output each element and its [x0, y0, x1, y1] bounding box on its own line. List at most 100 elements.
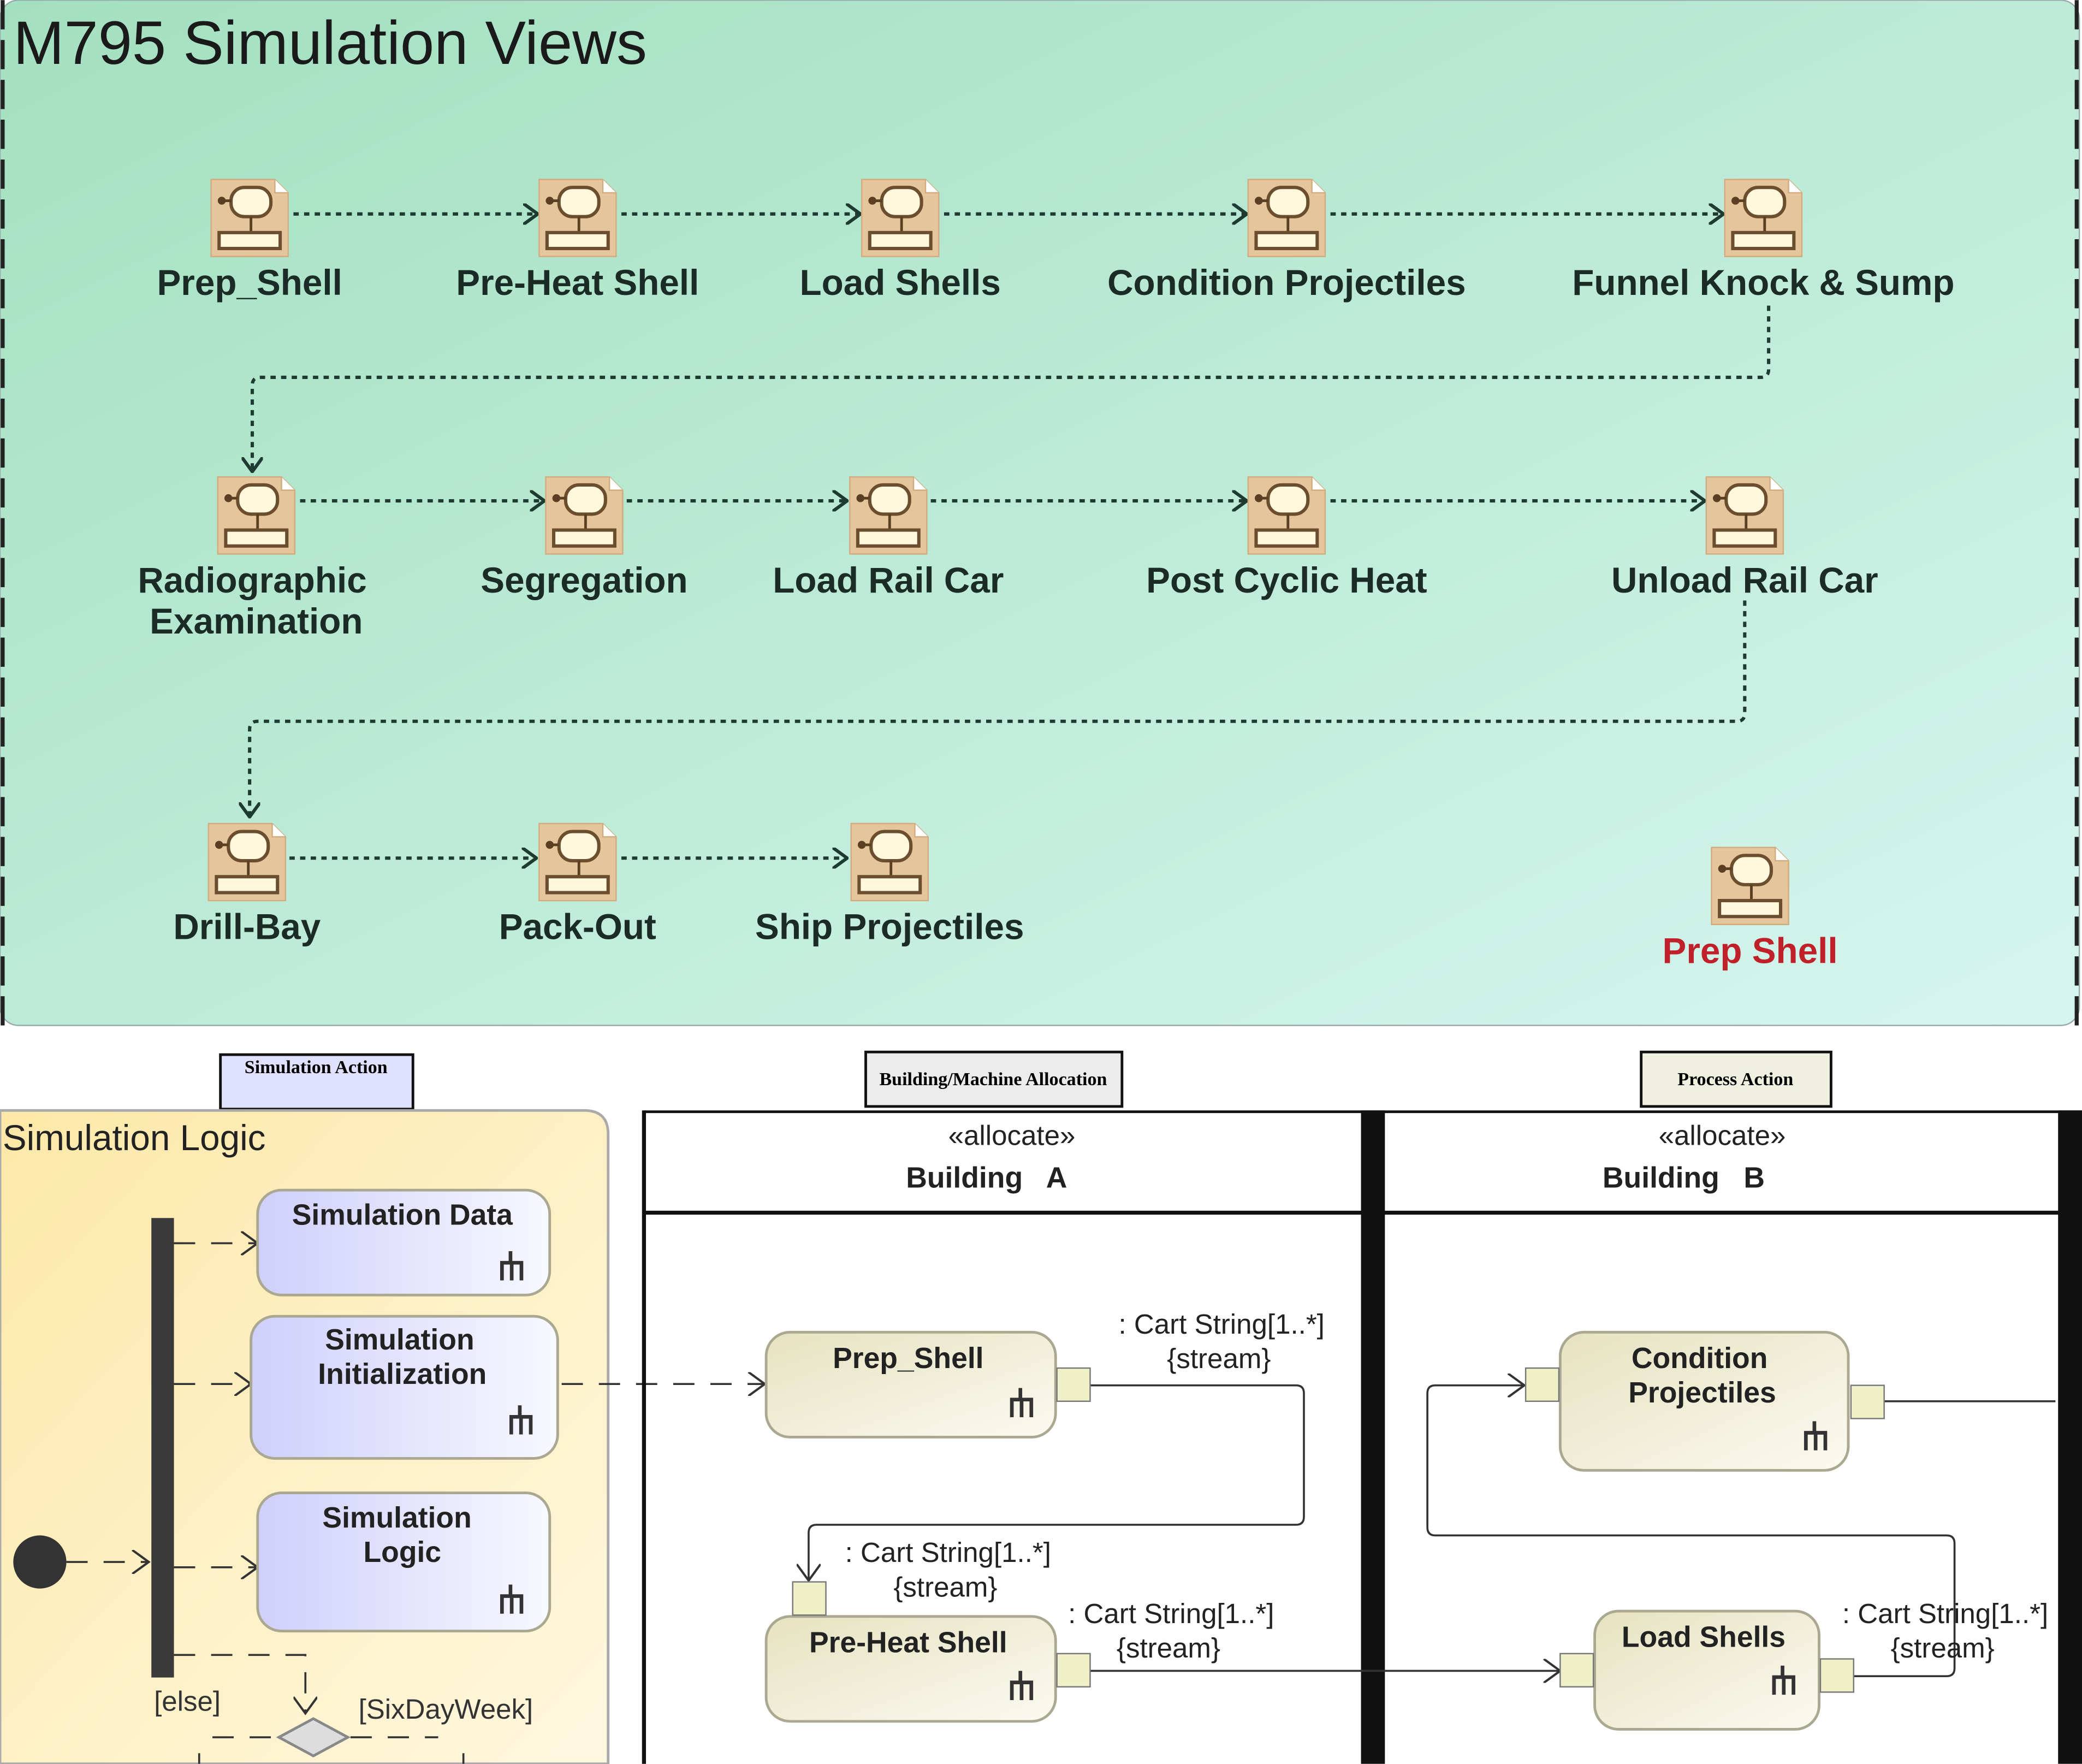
- action-label-line2: Initialization: [318, 1358, 487, 1390]
- initial-node[interactable]: [13, 1535, 67, 1589]
- fork-bar: [151, 1218, 174, 1678]
- diagram-view-icon: [862, 180, 939, 257]
- action-pre-heat-shell[interactable]: Pre-Heat Shell: [764, 1581, 1091, 1723]
- frame-title: Simulation Logic: [3, 1118, 266, 1158]
- lane-building-a[interactable]: «allocate» Building A: [906, 1120, 1075, 1194]
- legend-label: Building/Machine Allocation: [879, 1069, 1107, 1090]
- view-node-condition-projectiles[interactable]: Condition Projectiles: [1107, 180, 1466, 303]
- view-node-drill-bay[interactable]: Drill-Bay: [173, 824, 321, 947]
- diagram-view-icon: [1725, 180, 1802, 257]
- action-load-shells[interactable]: Load Shells: [1559, 1609, 1854, 1731]
- output-pin[interactable]: [1056, 1653, 1091, 1688]
- action-label: Load Shells: [1622, 1621, 1786, 1654]
- simulation-logic-frame: Simulation Logic Simulation Data Simulat…: [0, 1109, 765, 1764]
- lane-name: Building A: [906, 1162, 1067, 1194]
- lane-stereotype: «allocate»: [948, 1120, 1076, 1151]
- flow-stream-label: {stream}: [1167, 1343, 1271, 1374]
- legend-building-allocation: Building/Machine Allocation: [864, 1050, 1124, 1108]
- output-pin[interactable]: [1056, 1367, 1091, 1402]
- action-label: Condition: [1632, 1342, 1768, 1375]
- view-node-funnel-knock-sump[interactable]: Funnel Knock & Sump: [1572, 180, 1954, 303]
- input-pin[interactable]: [1525, 1367, 1560, 1402]
- diagram-view-icon: [1712, 848, 1789, 925]
- node-label: Prep Shell: [1663, 931, 1838, 970]
- view-node-segregation[interactable]: Segregation: [481, 477, 688, 600]
- view-node-prep-shell-selected[interactable]: Prep Shell: [1663, 848, 1838, 971]
- action-label: Prep_Shell: [833, 1342, 983, 1375]
- lane-name: Building B: [1603, 1162, 1765, 1194]
- frame-title: M795 Simulation Views: [13, 9, 647, 77]
- swimlanes: «allocate» Building A «allocate» Buildin…: [642, 1110, 2082, 1764]
- diagram-view-icon: [539, 180, 616, 257]
- flow-labels: : Cart String[1..*] {stream} : Cart Stri…: [845, 1309, 2049, 1664]
- legend-simulation-action: Simulation Action: [219, 1053, 414, 1111]
- node-label: Ship Projectiles: [755, 907, 1024, 947]
- action-label: Simulation: [325, 1324, 474, 1356]
- action-label-line2: Logic: [364, 1536, 442, 1568]
- decision-node[interactable]: [276, 1717, 351, 1757]
- diagram-view-icon: [539, 824, 616, 901]
- input-pin[interactable]: [792, 1581, 827, 1616]
- action-label: Pre-Heat Shell: [809, 1626, 1007, 1659]
- node-label: Load Shells: [800, 263, 1001, 303]
- legend-label: Process Action: [1677, 1069, 1793, 1090]
- view-node-unload-rail-car[interactable]: Unload Rail Car: [1611, 477, 1878, 600]
- node-label: Pack-Out: [499, 907, 656, 947]
- diagram-view-icon: [851, 824, 928, 901]
- node-label: Segregation: [481, 560, 687, 600]
- node-label: Radiographic: [138, 560, 366, 600]
- diagram-view-icon: [1248, 477, 1325, 554]
- action-label-line2: Projectiles: [1628, 1377, 1776, 1409]
- view-node-ship-projectiles[interactable]: Ship Projectiles: [755, 824, 1024, 947]
- lane-building-b[interactable]: «allocate» Building B: [1603, 1120, 1786, 1194]
- flow-stream-label: {stream}: [1891, 1632, 1995, 1664]
- flow-stream-label: {stream}: [893, 1571, 997, 1602]
- diagram-view-icon: [209, 824, 286, 901]
- action-label: Simulation Data: [292, 1199, 513, 1231]
- diagram-view-icon: [211, 180, 288, 257]
- node-label: Prep_Shell: [157, 263, 342, 303]
- diagram-view-icon: [1248, 180, 1325, 257]
- diagram-view-icon: [218, 477, 295, 554]
- node-label: Post Cyclic Heat: [1146, 560, 1427, 600]
- view-node-pre-heat-shell[interactable]: Pre-Heat Shell: [456, 180, 699, 303]
- diagram-view-icon: [850, 477, 927, 554]
- view-flow-connectors: [250, 214, 1771, 858]
- action-condition-projectiles[interactable]: Condition Projectiles: [1525, 1330, 1885, 1472]
- view-node-pack-out[interactable]: Pack-Out: [499, 824, 656, 947]
- node-label: Pre-Heat Shell: [456, 263, 699, 303]
- legend-label: Simulation Action: [245, 1057, 388, 1078]
- lane-stereotype: «allocate»: [1659, 1120, 1786, 1151]
- flow-type-label: : Cart String[1..*]: [1068, 1598, 1274, 1629]
- flow-type-label: : Cart String[1..*]: [1842, 1598, 2048, 1629]
- view-node-post-cyclic-heat[interactable]: Post Cyclic Heat: [1146, 477, 1427, 600]
- node-label: Unload Rail Car: [1611, 560, 1878, 600]
- action-simulation-logic[interactable]: Simulation Logic: [256, 1491, 551, 1632]
- diagram-view-icon: [545, 477, 622, 554]
- flow-stream-label: {stream}: [1117, 1632, 1220, 1664]
- flow-type-label: : Cart String[1..*]: [1119, 1309, 1325, 1340]
- view-node-prep-shell[interactable]: Prep_Shell: [157, 180, 342, 303]
- output-pin[interactable]: [1819, 1658, 1854, 1693]
- node-label: Condition Projectiles: [1107, 263, 1466, 303]
- action-label: Simulation: [322, 1502, 471, 1534]
- guard-else: [else]: [154, 1685, 221, 1716]
- simulation-views-frame: M795 Simulation Views: [0, 0, 2080, 1026]
- object-flows: [809, 1386, 2056, 1677]
- node-label: Drill-Bay: [173, 907, 321, 947]
- node-label: Load Rail Car: [773, 560, 1004, 600]
- action-prep-shell[interactable]: Prep_Shell: [764, 1330, 1091, 1439]
- view-node-load-shells[interactable]: Load Shells: [800, 180, 1001, 303]
- action-simulation-data[interactable]: Simulation Data: [256, 1188, 551, 1297]
- input-pin[interactable]: [1559, 1653, 1594, 1688]
- legend-process-action: Process Action: [1640, 1050, 1832, 1108]
- action-simulation-initialization[interactable]: Simulation Initialization: [250, 1315, 559, 1460]
- node-label-line2: Examination: [150, 601, 363, 641]
- guard-six-day-week: [SixDayWeek]: [359, 1694, 533, 1725]
- node-label: Funnel Knock & Sump: [1572, 263, 1954, 303]
- output-pin[interactable]: [1850, 1384, 1885, 1419]
- diagram-view-icon: [1706, 477, 1783, 554]
- view-node-load-rail-car[interactable]: Load Rail Car: [773, 477, 1004, 600]
